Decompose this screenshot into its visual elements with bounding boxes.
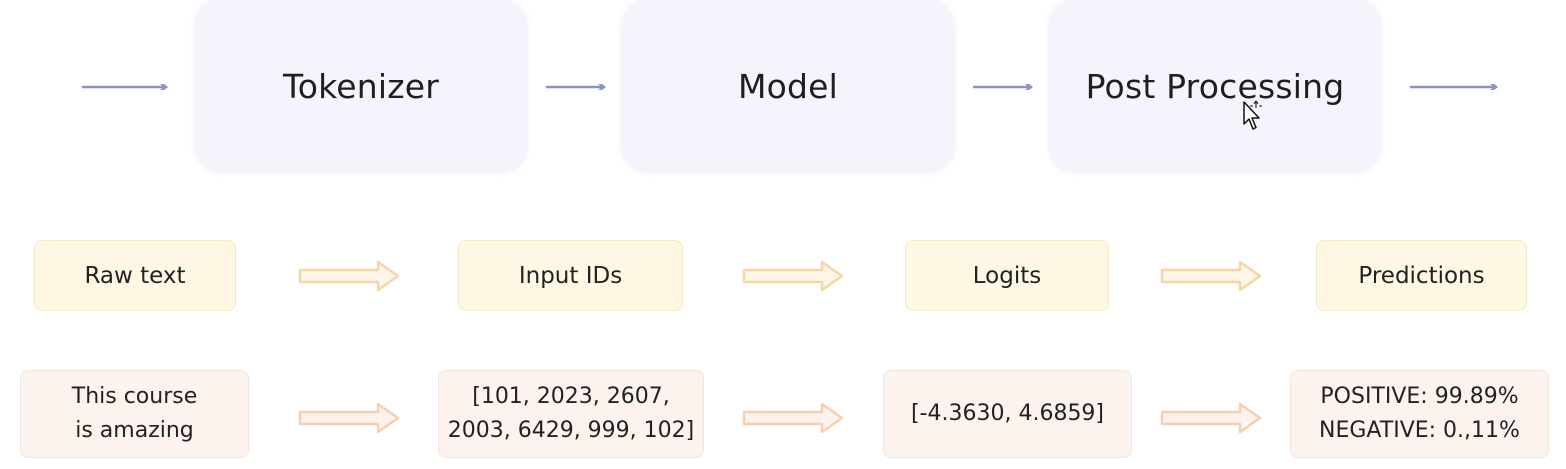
block-arrow-icon: [742, 402, 844, 434]
raw-text-value-box: This course is amazing: [20, 370, 249, 458]
input-ids-value-box: [101, 2023, 2607, 2003, 6429, 999, 102]: [438, 370, 704, 458]
raw-text-label: Raw text: [84, 262, 186, 289]
predictions-value-box: POSITIVE: 99.89% NEGATIVE: 0.,11%: [1290, 370, 1549, 458]
arrow-icon: [546, 84, 606, 90]
block-arrow-icon: [298, 402, 400, 434]
block-arrow-icon: [1160, 260, 1262, 292]
input-ids-label: Input IDs: [518, 262, 623, 289]
model-label: Model: [737, 66, 839, 106]
arrow-icon: [82, 84, 168, 90]
post-processing-label: Post Processing: [1085, 66, 1345, 106]
logits-label: Logits: [972, 262, 1042, 289]
move-cursor-icon: [1243, 100, 1262, 130]
post-processing-stage: Post Processing: [1049, 0, 1381, 172]
raw-text-label-box: Raw text: [34, 240, 236, 311]
predictions-value-line: POSITIVE: 99.89%: [1320, 384, 1519, 409]
input-ids-value-line: [101, 2023, 2607,: [472, 384, 670, 409]
logits-value-box: [-4.3630, 4.6859]: [883, 370, 1132, 458]
block-arrow-icon: [742, 260, 844, 292]
block-arrow-icon: [1160, 402, 1262, 434]
tokenizer-label: Tokenizer: [282, 66, 440, 106]
arrow-icon: [1410, 84, 1498, 90]
predictions-label-box: Predictions: [1316, 240, 1527, 311]
logits-value-line: [-4.3630, 4.6859]: [910, 401, 1105, 426]
predictions-value-line: NEGATIVE: 0.,11%: [1319, 418, 1520, 443]
model-stage: Model: [622, 0, 954, 172]
block-arrow-icon: [298, 260, 400, 292]
arrow-icon: [973, 84, 1033, 90]
logits-label-box: Logits: [905, 240, 1109, 311]
predictions-label: Predictions: [1358, 262, 1485, 289]
raw-text-value-line: This course: [71, 384, 198, 409]
input-ids-value-line: 2003, 6429, 999, 102]: [447, 418, 695, 443]
tokenizer-stage: Tokenizer: [195, 0, 527, 172]
input-ids-label-box: Input IDs: [458, 240, 683, 311]
raw-text-value-line: is amazing: [75, 418, 194, 443]
